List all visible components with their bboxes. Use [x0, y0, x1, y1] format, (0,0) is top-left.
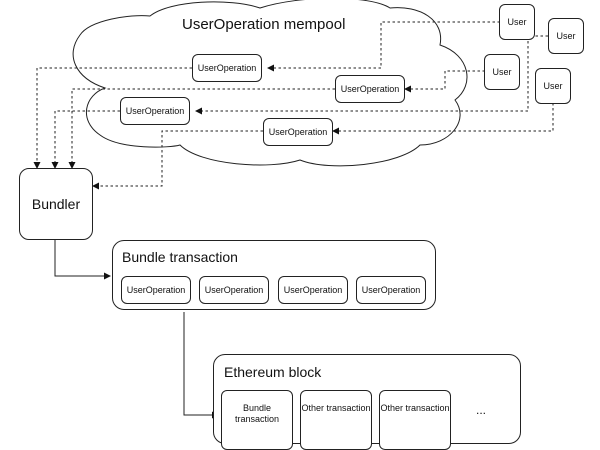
ethereum-block-title: Ethereum block: [224, 364, 322, 380]
bundle-useroperation[interactable]: UserOperation: [199, 276, 269, 304]
mempool-useroperation[interactable]: UserOperation: [120, 97, 190, 125]
block-transaction[interactable]: Other transaction: [379, 390, 451, 450]
bundle-useroperation[interactable]: UserOperation: [121, 276, 191, 304]
user-node[interactable]: User: [548, 18, 584, 54]
bundle-useroperation[interactable]: UserOperation: [278, 276, 348, 304]
bundle-useroperation[interactable]: UserOperation: [356, 276, 426, 304]
mempool-useroperation[interactable]: UserOperation: [263, 118, 333, 146]
user-node[interactable]: User: [535, 68, 571, 104]
mempool-title: UserOperation mempool: [182, 16, 346, 33]
user-node[interactable]: User: [499, 4, 535, 40]
ethereum-block-container: Ethereum block Bundle transaction Other …: [213, 354, 521, 450]
block-transaction[interactable]: Bundle transaction: [221, 390, 293, 450]
bundler-node[interactable]: Bundler: [19, 168, 93, 240]
user-node[interactable]: User: [484, 54, 520, 90]
mempool-useroperation[interactable]: UserOperation: [335, 75, 405, 103]
mempool-useroperation[interactable]: UserOperation: [192, 54, 262, 82]
block-transaction[interactable]: Other transaction: [300, 390, 372, 450]
more-transactions-ellipsis: ...: [476, 403, 487, 417]
bundle-transaction-title: Bundle transaction: [122, 249, 238, 265]
bundle-transaction-container: Bundle transaction UserOperation UserOpe…: [112, 240, 436, 310]
